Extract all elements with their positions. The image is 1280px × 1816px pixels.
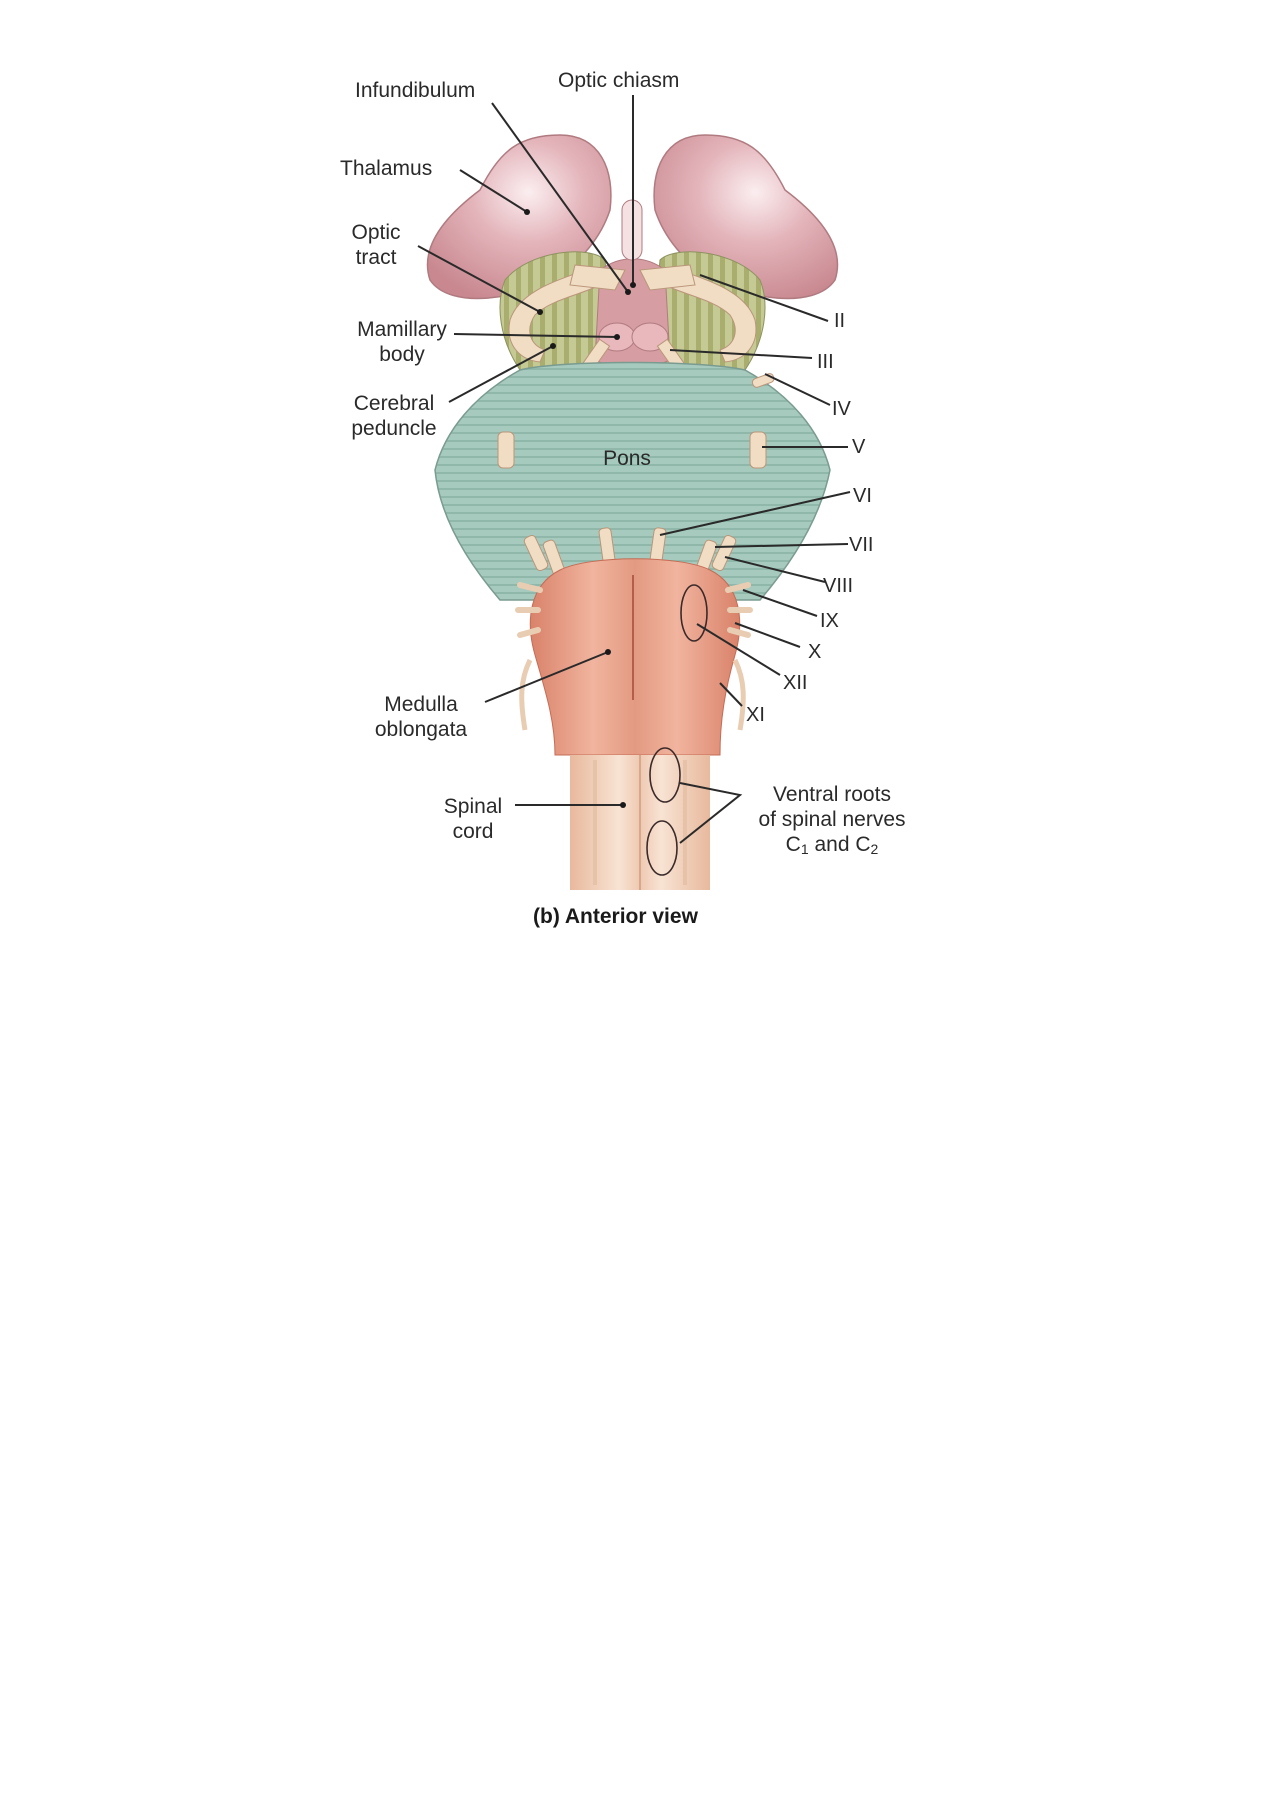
label-optic-chiasm: Optic chiasm bbox=[558, 69, 680, 92]
pons-label: Pons bbox=[603, 447, 651, 470]
label-optic-tract: Optic tract bbox=[345, 220, 407, 270]
label-ventral-line3: C1 and C2 bbox=[785, 833, 879, 857]
label-cn-xii: XII bbox=[783, 672, 808, 694]
label-cn-xi: XI bbox=[746, 704, 765, 726]
ventral-root-c1-ellipse bbox=[649, 747, 681, 803]
mamillary-body-right bbox=[631, 322, 669, 352]
label-cerebral-line2: peduncle bbox=[351, 417, 437, 440]
label-medulla-line1: Medulla bbox=[384, 693, 458, 716]
label-infundibulum: Infundibulum bbox=[355, 79, 476, 102]
optic-nerve-left bbox=[569, 264, 626, 291]
label-spinal-cord: Spinal cord bbox=[433, 794, 513, 844]
label-optic-tract-line1: Optic bbox=[351, 221, 401, 244]
optic-tract-right bbox=[664, 269, 757, 363]
optic-tract-left bbox=[508, 269, 601, 363]
label-mamillary-line1: Mamillary bbox=[357, 318, 447, 341]
ventral-root-c2-ellipse bbox=[646, 820, 678, 876]
label-mamillary-body: Mamillary body bbox=[347, 317, 457, 367]
label-spinal-line1: Spinal bbox=[443, 795, 503, 818]
label-ventral-line2: of spinal nerves bbox=[758, 808, 906, 831]
label-ventral-roots: Ventral roots of spinal nerves C1 and C2 bbox=[742, 782, 922, 862]
label-mamillary-line2: body bbox=[379, 343, 425, 366]
label-cn-x: X bbox=[808, 641, 822, 663]
label-ventral-line1: Ventral roots bbox=[773, 783, 891, 806]
label-cn-viii: VIII bbox=[823, 575, 854, 597]
label-medulla-line2: oblongata bbox=[374, 718, 468, 741]
label-cn-ii: II bbox=[834, 310, 846, 332]
trigeminal-nerve-right bbox=[749, 431, 767, 469]
label-cerebral-line1: Cerebral bbox=[353, 392, 435, 415]
label-cn-v: V bbox=[852, 436, 866, 458]
label-cn-iii: III bbox=[817, 351, 834, 373]
label-thalamus: Thalamus bbox=[340, 157, 433, 180]
label-cn-ix: IX bbox=[820, 610, 839, 632]
medulla-oblongata bbox=[529, 558, 741, 756]
figure-caption: (b) Anterior view bbox=[533, 905, 698, 928]
label-optic-tract-line2: tract bbox=[355, 246, 397, 269]
leader-lines bbox=[417, 95, 851, 844]
label-spinal-line2: cord bbox=[452, 820, 494, 843]
trochlear-nerve-right bbox=[751, 373, 775, 388]
label-cn-vii: VII bbox=[849, 534, 874, 556]
label-medulla-oblongata: Medulla oblongata bbox=[363, 692, 479, 742]
label-cn-vi: VI bbox=[853, 485, 872, 507]
label-cn-iv: IV bbox=[832, 398, 851, 420]
trigeminal-nerve-left bbox=[497, 431, 515, 469]
label-cerebral-peduncle: Cerebral peduncle bbox=[340, 391, 448, 441]
hypoglossal-rootlets-ellipse bbox=[680, 584, 708, 642]
optic-nerve-right bbox=[639, 264, 696, 291]
